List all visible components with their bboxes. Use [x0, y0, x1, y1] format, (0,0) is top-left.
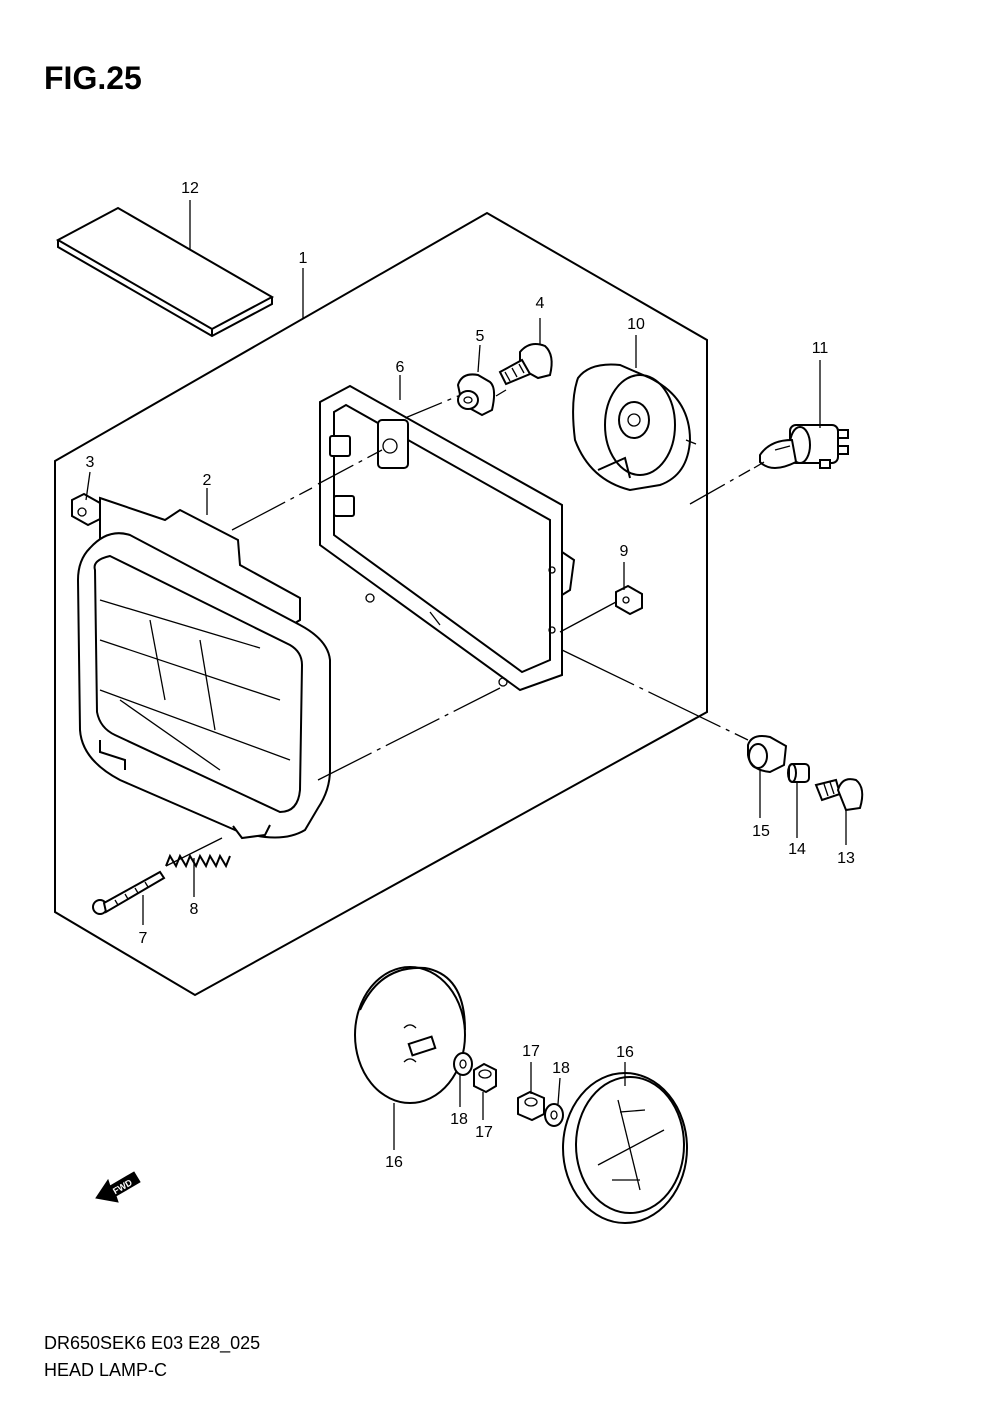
part-7-adjusting-screw — [92, 870, 166, 915]
part-14-collar — [787, 763, 810, 783]
part-10-socket-cover — [572, 363, 697, 492]
callout-3: 3 — [86, 454, 95, 471]
callout-14: 14 — [788, 841, 806, 858]
part-15-bushing — [747, 735, 788, 774]
leader-lines — [85, 200, 847, 1150]
assembly-boundary — [54, 211, 708, 997]
callout-15: 15 — [752, 823, 770, 840]
callout-10: 10 — [627, 316, 645, 333]
part-18-washer-left — [453, 1052, 473, 1076]
callout-labels: 12 1 3 2 4 5 6 10 11 9 15 14 13 7 8 16 1… — [86, 180, 855, 1171]
diagram-name: HEAD LAMP-C — [44, 1360, 168, 1380]
callout-16-lens: 16 — [616, 1044, 634, 1061]
part-4-screw — [498, 343, 553, 386]
callout-17-left: 17 — [475, 1124, 493, 1141]
callout-6: 6 — [396, 359, 405, 376]
part-2-headlamp-unit — [76, 496, 331, 840]
callout-18-left: 18 — [450, 1111, 468, 1128]
callout-11: 11 — [812, 340, 829, 357]
callout-18-right: 18 — [552, 1060, 570, 1077]
callout-8: 8 — [190, 901, 199, 918]
part-18-washer-right — [544, 1103, 564, 1127]
alignment-lines — [231, 389, 765, 781]
callout-17-right: 17 — [522, 1043, 540, 1060]
part-9-nut — [615, 584, 643, 616]
callout-13: 13 — [837, 850, 855, 867]
callout-16-back: 16 — [385, 1154, 403, 1171]
callout-4: 4 — [536, 295, 545, 312]
callout-7: 7 — [139, 930, 148, 947]
part-6-headlamp-frame — [319, 384, 576, 692]
part-17-nut-right — [517, 1090, 545, 1122]
callout-9: 9 — [620, 543, 629, 560]
forward-arrow-icon: FWD — [95, 1171, 141, 1203]
model-code: DR650SEK6 E03 E28_025 — [44, 1333, 261, 1353]
part-3-nut — [71, 492, 101, 527]
part-13-screw — [814, 778, 864, 812]
figure-title: FIG.25 — [44, 60, 142, 96]
callout-2: 2 — [203, 472, 212, 489]
part-11-bulb — [759, 424, 849, 469]
part-16-reflector-lens — [562, 1072, 688, 1224]
part-17-nut-left — [473, 1062, 497, 1094]
part-16-reflector-back — [354, 966, 466, 1104]
callout-1: 1 — [299, 250, 308, 267]
callout-5: 5 — [476, 328, 485, 345]
callout-12: 12 — [181, 180, 199, 197]
part-8-spring — [165, 837, 231, 869]
part-12-label-sticker — [55, 206, 275, 338]
part-5-grommet — [456, 373, 496, 417]
